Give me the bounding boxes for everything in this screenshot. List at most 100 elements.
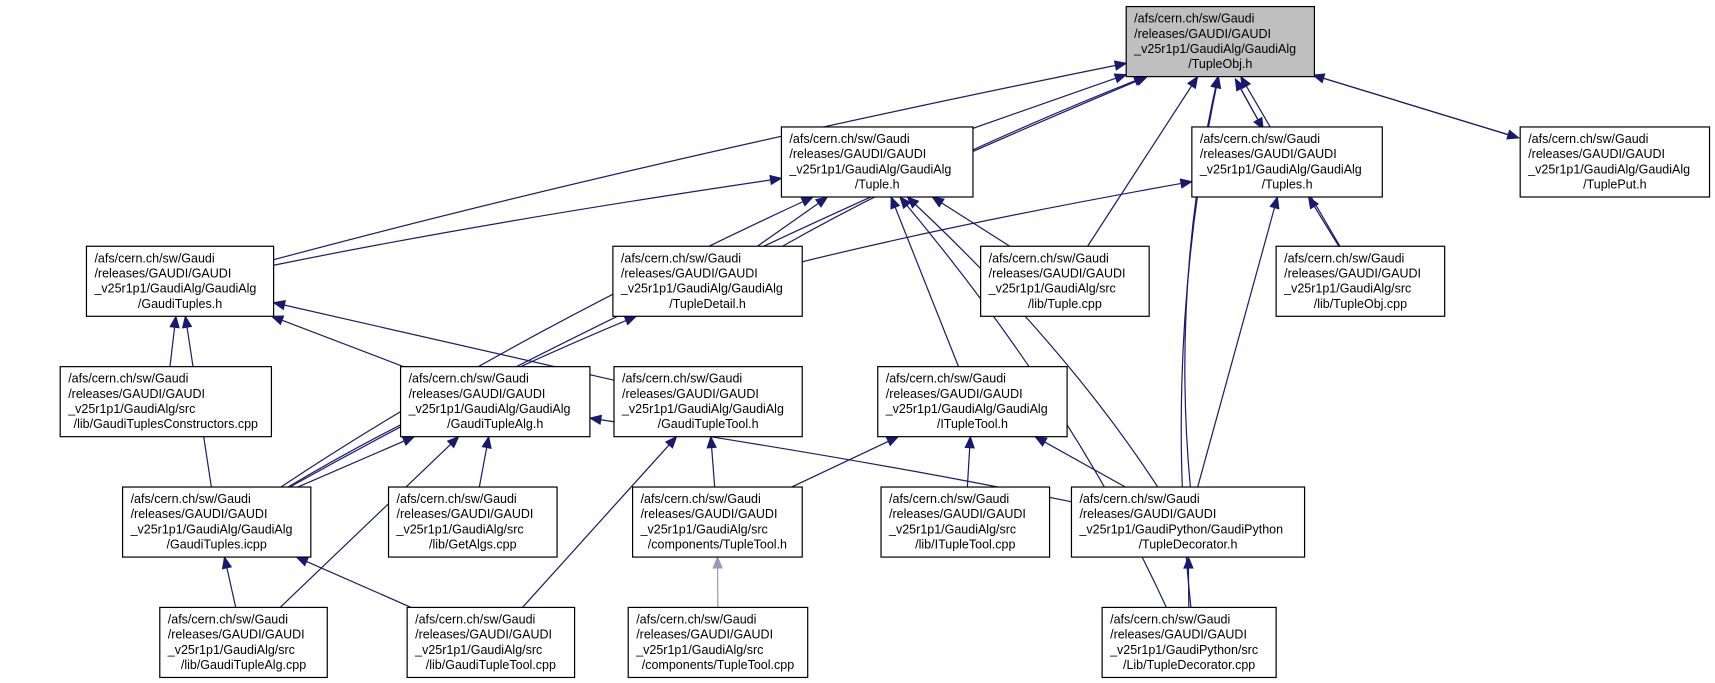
node-label-line: /TupleDetail.h	[669, 297, 746, 311]
node-box[interactable]	[631, 486, 803, 558]
node-label-line: /releases/GAUDI/GAUDI	[409, 387, 546, 401]
node-label-line: /releases/GAUDI/GAUDI	[622, 387, 759, 401]
arrowhead-icon	[706, 435, 717, 449]
node-label-line: /releases/GAUDI/GAUDI	[789, 147, 926, 161]
node-box[interactable]	[1070, 486, 1306, 558]
node-tupleput-h[interactable]: /afs/cern.ch/sw/Gaudi/releases/GAUDI/GAU…	[1519, 126, 1711, 198]
node-box[interactable]	[387, 486, 558, 558]
node-tuple-cpp[interactable]: /afs/cern.ch/sw/Gaudi/releases/GAUDI/GAU…	[980, 245, 1150, 317]
node-tupleobj-h[interactable]: /afs/cern.ch/sw/Gaudi/releases/GAUDI/GAU…	[1125, 5, 1316, 78]
node-label-line: /afs/cern.ch/sw/Gaudi	[989, 251, 1109, 265]
node-box[interactable]	[877, 366, 1068, 438]
node-components-tupletool-cpp[interactable]: /afs/cern.ch/sw/Gaudi/releases/GAUDI/GAU…	[627, 606, 809, 679]
node-box[interactable]	[406, 606, 576, 679]
node-label-line: _v25r1p1/GaudiAlg/GaudiAlg	[885, 402, 1048, 416]
arrowhead-icon	[769, 174, 783, 186]
node-label-line: /afs/cern.ch/sw/Gaudi	[131, 492, 251, 506]
node-box[interactable]	[1519, 126, 1711, 198]
node-label-line: _v25r1p1/GaudiAlg/GaudiAlg	[93, 282, 256, 296]
node-box[interactable]	[399, 366, 591, 438]
node-label-line: /lib/ITupleTool.cpp	[915, 538, 1015, 552]
node-gauditupletool-h[interactable]: /afs/cern.ch/sw/Gaudi/releases/GAUDI/GAU…	[613, 366, 803, 438]
arrowhead-icon	[270, 315, 285, 326]
arrowhead-icon	[1269, 195, 1280, 210]
node-label-line: /components/TupleTool.h	[648, 538, 787, 552]
node-label-line: /GaudiTuples.h	[138, 297, 222, 311]
node-label-line: /releases/GAUDI/GAUDI	[415, 628, 552, 642]
arrowhead-icon	[712, 555, 723, 569]
node-gaudituplealg-cpp[interactable]: /afs/cern.ch/sw/Gaudi/releases/GAUDI/GAU…	[159, 606, 328, 679]
node-box[interactable]	[980, 245, 1150, 317]
node-box[interactable]	[627, 606, 809, 679]
node-label-line: /releases/GAUDI/GAUDI	[1200, 147, 1337, 161]
node-label-line: _v25r1p1/GaudiAlg/GaudiAlg	[620, 282, 783, 296]
edges-layer	[169, 60, 1520, 608]
node-box[interactable]	[59, 366, 273, 438]
arrowhead-icon	[800, 196, 815, 207]
node-components-tupletool-h[interactable]: /afs/cern.ch/sw/Gaudi/releases/GAUDI/GAU…	[631, 486, 803, 558]
edge-gaudituples_h-to-tupleobj_h	[273, 62, 1127, 261]
node-label-line: /afs/cern.ch/sw/Gaudi	[641, 492, 761, 506]
node-getalgs-cpp[interactable]: /afs/cern.ch/sw/Gaudi/releases/GAUDI/GAU…	[387, 486, 558, 558]
node-box[interactable]	[880, 486, 1051, 558]
arrowhead-icon	[588, 414, 603, 426]
node-tuples-h[interactable]: /afs/cern.ch/sw/Gaudi/releases/GAUDI/GAU…	[1191, 126, 1383, 198]
node-gaudituplesconstructors-cpp[interactable]: /afs/cern.ch/sw/Gaudi/releases/GAUDI/GAU…	[59, 366, 273, 438]
node-box[interactable]	[85, 245, 275, 317]
node-label-line: /afs/cern.ch/sw/Gaudi	[1284, 251, 1404, 265]
node-label-line: /lib/GetAlgs.cpp	[429, 538, 517, 552]
node-box[interactable]	[1125, 5, 1316, 78]
arrowhead-icon	[1307, 195, 1320, 210]
edge-components_tupletool_h-to-ituppletool_h	[791, 436, 899, 488]
node-box[interactable]	[613, 366, 803, 438]
node-gaudituplealg-h[interactable]: /afs/cern.ch/sw/Gaudi/releases/GAUDI/GAU…	[399, 366, 591, 438]
node-label-line: _v25r1p1/GaudiAlg/src	[635, 643, 763, 657]
node-gaudituples-icpp[interactable]: /afs/cern.ch/sw/Gaudi/releases/GAUDI/GAU…	[121, 486, 312, 558]
node-box[interactable]	[159, 606, 328, 679]
node-label-line: /releases/GAUDI/GAUDI	[621, 266, 758, 280]
node-box[interactable]	[1191, 126, 1383, 198]
node-label-line: /TuplePut.h	[1583, 178, 1647, 192]
edge-tupledetail_h-to-tuple_h	[757, 196, 828, 247]
node-tupledecorator-cpp[interactable]: /afs/cern.ch/sw/Gaudi/releases/GAUDI/GAU…	[1101, 606, 1277, 679]
node-label-line: /releases/GAUDI/GAUDI	[886, 387, 1023, 401]
node-ituppletool-h[interactable]: /afs/cern.ch/sw/Gaudi/releases/GAUDI/GAU…	[877, 366, 1068, 438]
node-ituppletool-cpp[interactable]: /afs/cern.ch/sw/Gaudi/releases/GAUDI/GAU…	[880, 486, 1051, 558]
edge-gaudituples_icpp-to-tuple_h	[280, 196, 814, 488]
node-label-line: _v25r1p1/GaudiAlg/src	[888, 522, 1016, 536]
node-box[interactable]	[1275, 245, 1446, 317]
node-label-line: /afs/cern.ch/sw/Gaudi	[415, 612, 535, 626]
node-label-line: _v25r1p1/GaudiAlg/GaudiAlg	[408, 402, 571, 416]
node-tuple-h[interactable]: /afs/cern.ch/sw/Gaudi/releases/GAUDI/GAU…	[780, 126, 974, 198]
node-box[interactable]	[1101, 606, 1277, 679]
node-label-line: /releases/GAUDI/GAUDI	[1134, 27, 1271, 41]
node-box[interactable]	[780, 126, 974, 198]
node-label-line: /releases/GAUDI/GAUDI	[397, 507, 534, 521]
node-tupleobj-cpp[interactable]: /afs/cern.ch/sw/Gaudi/releases/GAUDI/GAU…	[1275, 245, 1446, 317]
node-label-line: /afs/cern.ch/sw/Gaudi	[889, 492, 1009, 506]
node-label-line: /releases/GAUDI/GAUDI	[889, 507, 1026, 521]
node-label-line: _v25r1p1/GaudiPython/src	[1109, 643, 1258, 657]
node-label-line: /afs/cern.ch/sw/Gaudi	[789, 132, 909, 146]
node-tupledetail-h[interactable]: /afs/cern.ch/sw/Gaudi/releases/GAUDI/GAU…	[612, 245, 803, 317]
node-label-line: _v25r1p1/GaudiAlg/GaudiAlg	[1527, 162, 1690, 176]
node-label-line: /afs/cern.ch/sw/Gaudi	[409, 372, 529, 386]
node-label-line: /lib/GaudiTupleAlg.cpp	[181, 658, 306, 672]
arrowhead-icon	[623, 315, 638, 326]
node-label-line: _v25r1p1/GaudiAlg/src	[640, 522, 768, 536]
node-tupledecorator-h[interactable]: /afs/cern.ch/sw/Gaudi/releases/GAUDI/GAU…	[1070, 486, 1306, 558]
node-label-line: /lib/TupleObj.cpp	[1314, 297, 1407, 311]
node-box[interactable]	[121, 486, 312, 558]
node-box[interactable]	[612, 245, 803, 317]
node-label-line: _v25r1p1/GaudiAlg/GaudiAlg	[1133, 42, 1296, 56]
node-gaudituples-h[interactable]: /afs/cern.ch/sw/Gaudi/releases/GAUDI/GAU…	[85, 245, 275, 317]
arrowhead-icon	[169, 314, 180, 329]
node-label-line: _v25r1p1/GaudiAlg/GaudiAlg	[130, 522, 293, 536]
node-label-line: /afs/cern.ch/sw/Gaudi	[94, 251, 214, 265]
node-label-line: /GaudiTuples.icpp	[167, 538, 267, 552]
edge-gaudituplealg_h-to-gaudituples_h	[271, 315, 404, 368]
node-gauditupletool-cpp[interactable]: /afs/cern.ch/sw/Gaudi/releases/GAUDI/GAU…	[406, 606, 576, 679]
node-label-line: /lib/Tuple.cpp	[1028, 297, 1102, 311]
node-label-line: /Tuple.h	[855, 178, 900, 192]
